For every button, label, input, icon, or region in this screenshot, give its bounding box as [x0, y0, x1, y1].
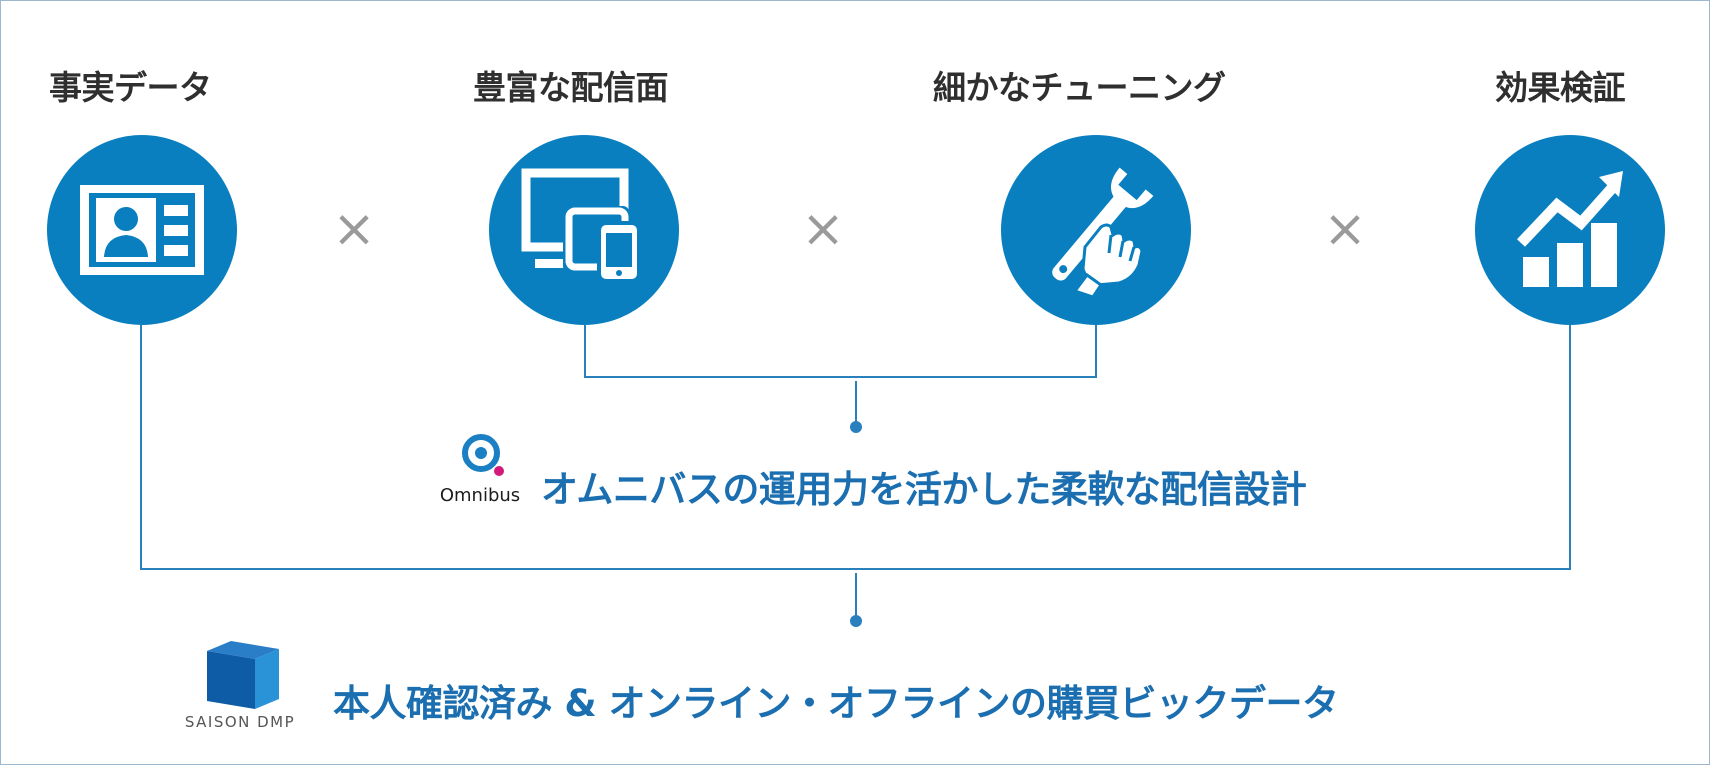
pillar-title-effect-verification: 効果検証 — [1495, 68, 1626, 107]
wrench-hand-icon — [1052, 167, 1154, 299]
omnibus-logo-mark — [462, 434, 504, 476]
pillar-title-fact-data: 事実データ — [49, 68, 212, 107]
multiply-operator-2: × — [801, 199, 845, 259]
multiply-operator-3: × — [1323, 199, 1367, 259]
multi-device-icon — [521, 168, 641, 283]
inner-bracket-line — [584, 325, 1097, 378]
pillar-title-delivery-channels: 豊富な配信面 — [473, 68, 669, 107]
saison-dmp-logo-text: SAISON DMP — [184, 713, 296, 731]
saison-dmp-logo: SAISON DMP — [175, 639, 305, 735]
omnibus-logo: Omnibus — [437, 433, 523, 509]
delivery-channels-circle — [489, 135, 679, 325]
id-card-icon — [80, 185, 204, 275]
fact-data-circle — [47, 135, 237, 325]
omnibus-tagline: オムニバスの運用力を活かした柔軟な配信設計 — [541, 468, 1307, 511]
fine-tuning-circle — [1001, 135, 1191, 325]
saison-cube-icon — [207, 641, 279, 709]
multiply-operator-1: × — [332, 199, 376, 259]
effect-verification-circle — [1475, 135, 1665, 325]
outer-junction-dot — [850, 615, 862, 627]
outer-bracket-line — [140, 325, 1571, 570]
growth-chart-icon — [1517, 171, 1623, 287]
saison-dmp-tagline: 本人確認済み & オンライン・オフラインの購買ビックデータ — [333, 682, 1339, 725]
inner-junction-dot — [850, 421, 862, 433]
omnibus-logo-text: Omnibus — [439, 485, 521, 506]
pillar-title-fine-tuning: 細かなチューニング — [933, 68, 1226, 107]
